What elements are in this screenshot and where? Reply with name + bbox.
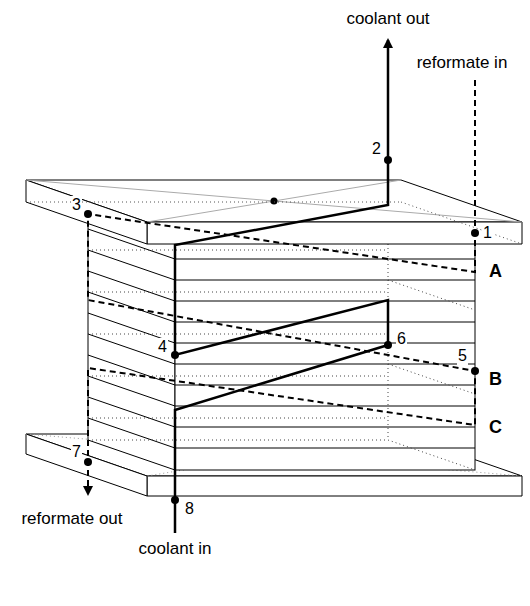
point-dots bbox=[84, 156, 479, 504]
top-plate bbox=[26, 180, 522, 244]
section-letter: A bbox=[488, 262, 503, 280]
plate-stack bbox=[88, 208, 475, 470]
callout-number: 3 bbox=[71, 196, 82, 214]
callout-number: 5 bbox=[457, 347, 468, 365]
flow-label: coolant in bbox=[138, 540, 213, 558]
callout-number: 2 bbox=[371, 140, 382, 158]
flow-label: coolant out bbox=[345, 10, 430, 28]
flow-label: reformate out bbox=[20, 510, 123, 528]
callout-number: 6 bbox=[396, 330, 407, 348]
callout-number: 1 bbox=[482, 224, 493, 242]
coolant-flow-line bbox=[175, 40, 388, 533]
flow-label: reformate in bbox=[416, 54, 509, 72]
section-letter: B bbox=[488, 370, 503, 388]
callout-number: 8 bbox=[184, 500, 195, 518]
section-letter: C bbox=[488, 418, 503, 436]
callout-number: 4 bbox=[157, 338, 168, 356]
callout-number: 7 bbox=[71, 443, 82, 461]
reformate-flow-line bbox=[88, 80, 475, 494]
